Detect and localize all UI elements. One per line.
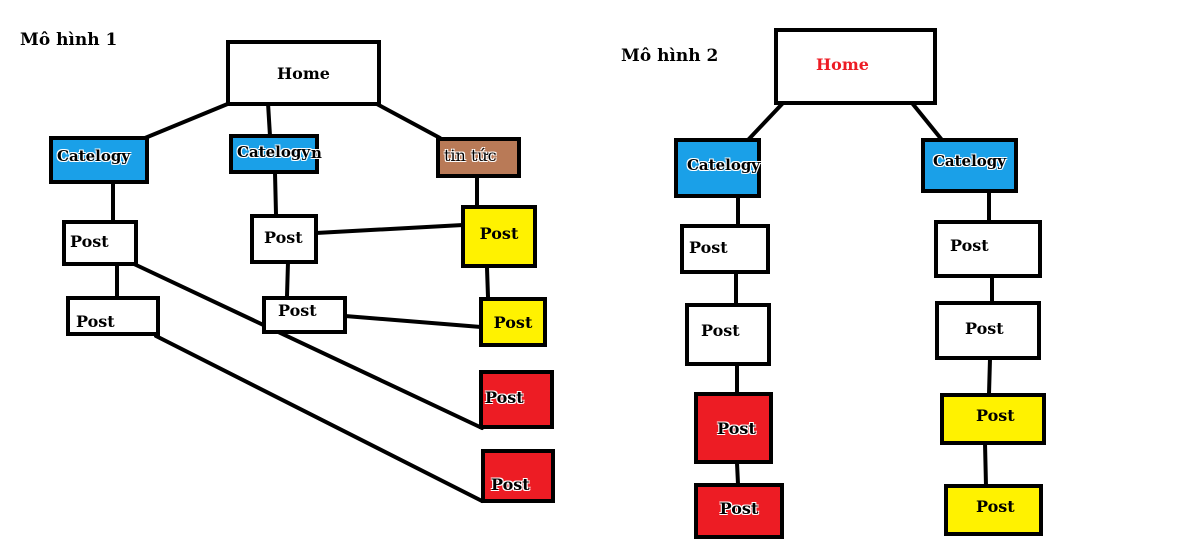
edge-q3-q4 xyxy=(983,441,988,488)
edge-postl2-postr2 xyxy=(154,334,484,503)
post-node-red-1: Post xyxy=(479,370,554,429)
model1-title: Mô hình 1 xyxy=(20,30,118,50)
edge-home-catleft xyxy=(143,101,232,140)
post-node-2-right-3: Post xyxy=(940,393,1046,445)
catelogy-node-2-right: Catelogy xyxy=(921,138,1018,193)
post-node-red-2: Post xyxy=(481,449,555,503)
post-node-mid-2: Post xyxy=(262,296,347,334)
model2-title: Mô hình 2 xyxy=(621,46,719,66)
post-node-2-left-3: Post xyxy=(694,392,773,464)
edge-postm1-postm2 xyxy=(285,260,290,298)
post-node-2-right-4: Post xyxy=(944,484,1043,536)
post-node-left-1: Post xyxy=(62,220,138,266)
home-node-1: Home xyxy=(226,40,381,106)
post-node-left-2: Post xyxy=(66,296,160,336)
catelogy-node-2-left: Catelogy xyxy=(674,138,761,198)
edge-home2-cat2r xyxy=(910,101,944,142)
post-node-mid-1: Post xyxy=(250,214,318,264)
edge-postm2-posty2 xyxy=(343,314,483,329)
post-node-2-right-2: Post xyxy=(935,301,1041,360)
post-node-yellow-2: Post xyxy=(479,297,547,347)
post-node-2-left-2: Post xyxy=(685,303,771,366)
news-node: tin tức xyxy=(436,137,521,178)
edge-posty1-posty2 xyxy=(485,266,490,299)
edge-catmid-postm1 xyxy=(273,171,278,216)
post-node-yellow-1: Post xyxy=(461,205,537,268)
post-node-2-left-1: Post xyxy=(680,224,770,274)
post-node-2-left-4: Post xyxy=(694,483,784,539)
catelogy-node-mid-trailing: n xyxy=(311,144,322,162)
catelogy-node-left: Catelogy xyxy=(49,136,149,184)
edge-p3-p4 xyxy=(735,461,740,486)
edge-home2-cat2l xyxy=(746,101,785,142)
catelogy-node-mid-label: Catelogy xyxy=(237,143,311,161)
post-node-2-right-1: Post xyxy=(934,220,1042,278)
edge-postm1-posty1 xyxy=(314,223,465,235)
edge-postl1-postr1 xyxy=(132,262,484,430)
edge-q2-q3 xyxy=(987,357,992,396)
edge-home-news xyxy=(373,101,442,140)
edge-home-catmid xyxy=(266,101,272,138)
catelogy-node-mid: Catelogy n xyxy=(229,134,322,174)
home-node-2: Home xyxy=(774,28,937,105)
